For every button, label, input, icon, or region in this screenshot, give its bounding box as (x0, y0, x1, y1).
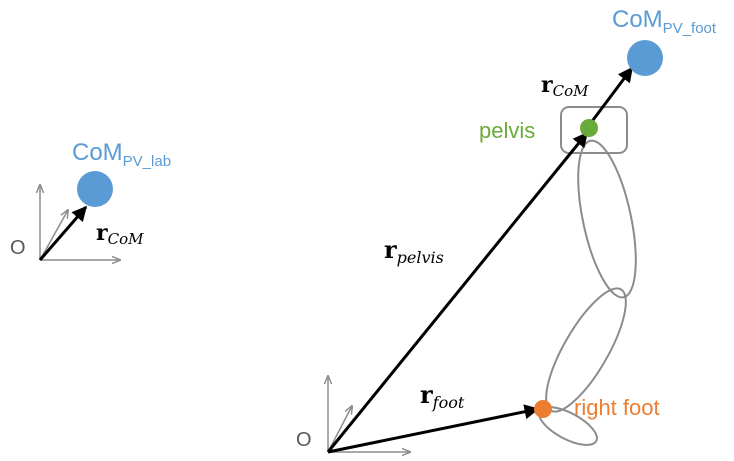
lab-axes (40, 185, 120, 260)
lab-com-point (77, 171, 113, 207)
pelvis-box (560, 106, 628, 154)
right-panel: O rpelvis rfoot rCoM pelvis right foot C… (296, 6, 717, 453)
r-foot-vector (327, 404, 540, 454)
pelvis-point (580, 119, 598, 137)
foot-frame-com-point (627, 40, 663, 76)
r-pelvis-label: rpelvis (384, 235, 444, 267)
leg-outline (538, 106, 637, 446)
foot-axis-z (327, 406, 352, 453)
lab-r-com-vector (38, 205, 88, 261)
r-foot-label: rfoot (420, 380, 465, 412)
r-com-vector (585, 66, 634, 129)
foot-origin-label: O (296, 429, 312, 451)
foot-axes (328, 376, 410, 452)
foot-point (534, 400, 552, 418)
thigh-segment (577, 139, 637, 299)
foot-label: right foot (574, 395, 660, 420)
pelvis-label: pelvis (479, 118, 535, 143)
r-pelvis-vector (326, 131, 589, 453)
lab-axis-z (39, 210, 68, 261)
lab-origin-label: O (10, 237, 26, 259)
r-com-label: rCoM (541, 72, 589, 100)
foot-frame-com-label: CoMPV_foot (612, 6, 717, 37)
left-panel: O rCoM CoMPV_lab (10, 139, 171, 260)
lab-r-com-label: rCoM (96, 220, 144, 248)
lab-com-label: CoMPV_lab (72, 139, 171, 170)
